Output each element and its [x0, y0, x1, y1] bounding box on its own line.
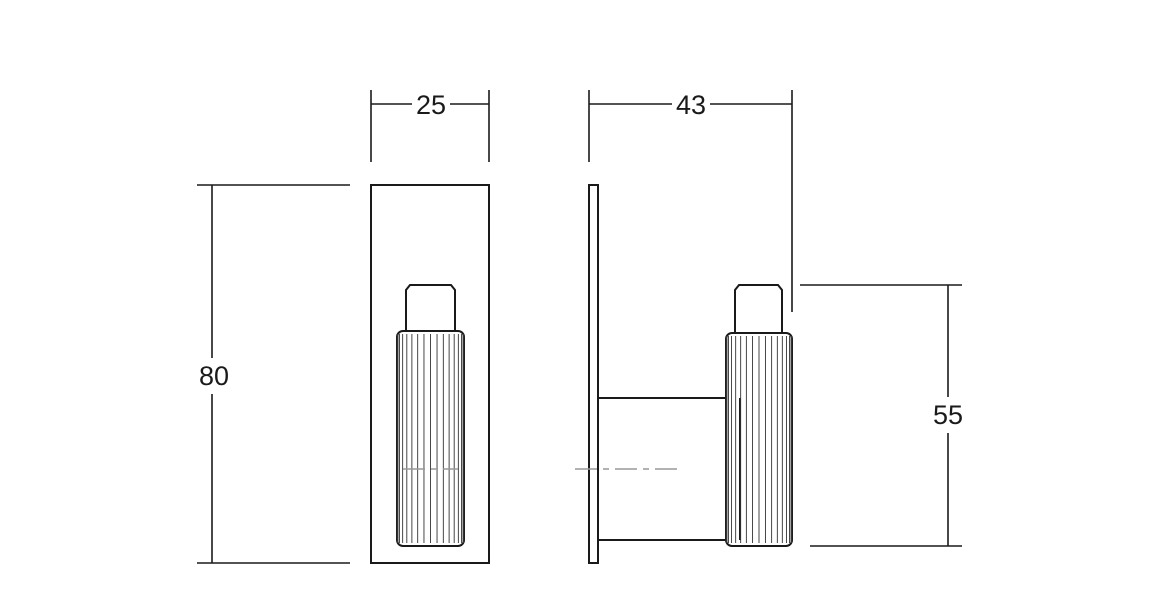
- front-knurl-lines: [396, 334, 465, 543]
- side-backplate: [588, 184, 599, 564]
- dimension-knob-height-label: 55: [933, 400, 963, 430]
- dimension-depth: 43: [588, 90, 793, 312]
- dimension-plate-height: 80: [197, 184, 350, 564]
- side-knurl-lines: [725, 336, 793, 543]
- dimension-plate-height-label: 80: [199, 361, 229, 391]
- dimension-width-label: 25: [416, 90, 446, 120]
- front-view: [370, 184, 490, 564]
- dimension-width: 25: [370, 90, 490, 162]
- dimension-depth-label: 43: [676, 90, 706, 120]
- dimension-knob-height: 55: [800, 284, 963, 547]
- side-view: [575, 184, 793, 564]
- front-knob-cap: [405, 284, 456, 332]
- side-knob-cap: [734, 284, 783, 334]
